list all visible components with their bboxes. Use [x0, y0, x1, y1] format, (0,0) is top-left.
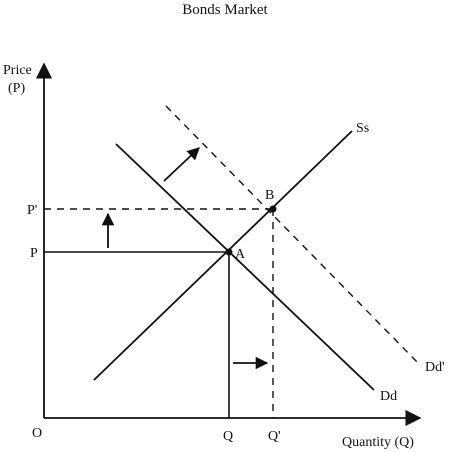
y-axis-label-line2: (P)	[8, 81, 25, 96]
y-axis-label-line1: Price	[3, 63, 32, 78]
point-a	[225, 248, 233, 256]
tick-p-prime: P'	[27, 203, 37, 218]
demand-curve-label: Dd	[380, 389, 397, 404]
origin-label: O	[32, 426, 42, 441]
supply-curve	[93, 130, 353, 381]
diagram-title: Bonds Market	[182, 2, 268, 18]
tick-q: Q	[223, 429, 233, 444]
tick-p: P	[30, 246, 38, 261]
demand-shifted-curve	[165, 105, 421, 366]
demand-shifted-curve-label: Dd'	[425, 360, 445, 375]
supply-curve-label: Ss	[356, 121, 369, 136]
point-b	[269, 205, 277, 213]
point-a-label: A	[235, 247, 246, 262]
tick-q-prime: Q'	[268, 429, 281, 444]
point-b-label: B	[265, 188, 274, 203]
demand-shift-arrow	[163, 147, 200, 182]
x-axis-label: Quantity (Q)	[342, 435, 414, 450]
demand-curve	[115, 143, 375, 391]
